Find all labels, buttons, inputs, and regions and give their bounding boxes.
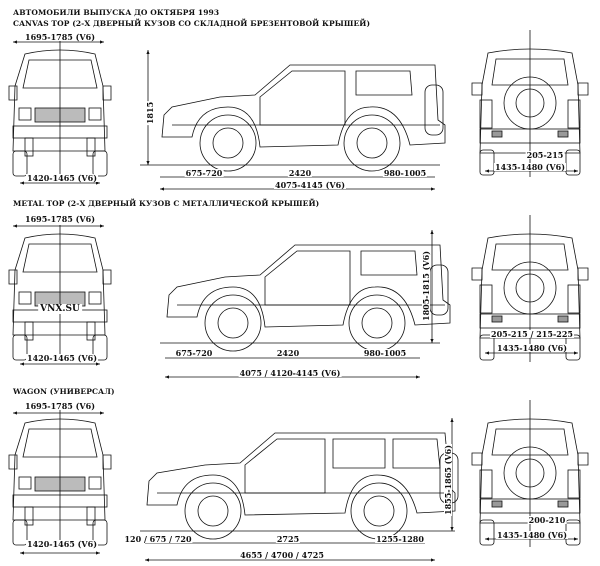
- front-width-label: 1695-1785 (V6): [24, 214, 96, 224]
- rear-track-label: 1435-1480 (V6): [496, 343, 568, 353]
- wagon-title: WAGON (УНИВЕРСАЛ): [13, 387, 115, 396]
- wheelbase-label: 2420: [287, 168, 313, 178]
- metal-top-rear-view: [471, 214, 589, 363]
- wagon-side-view: [146, 432, 459, 540]
- front-track-label: 1420-1465 (V6): [26, 353, 98, 363]
- rear-track-label: 1435-1480 (V6): [496, 530, 568, 540]
- ground-clearance-label: 205-215: [525, 150, 565, 160]
- front-track-label: 1420-1465 (V6): [26, 173, 98, 183]
- length-label: 4075 / 4120-4145 (V6): [238, 368, 342, 378]
- front-overhang-label: 120 / 675 / 720: [123, 534, 193, 544]
- header-line: АВТОМОБИЛИ ВЫПУСКА ДО ОКТЯБРЯ 1993: [13, 8, 220, 17]
- rear-overhang-label: 980-1005: [382, 168, 428, 178]
- wagon-dimension-lines: [13, 411, 578, 562]
- canvas-top-front-view: [8, 40, 112, 179]
- front-overhang-label: 675-720: [184, 168, 224, 178]
- metal-top-dimension-lines: [13, 224, 578, 379]
- front-track-label: 1420-1465 (V6): [26, 539, 98, 549]
- length-label: 4075-4145 (V6): [274, 180, 346, 190]
- height-label: 1855-1865 (V6): [443, 444, 453, 516]
- height-label: 1815: [145, 100, 155, 126]
- canvas-top-title: CANVAS TOP (2-Х ДВЕРНЫЙ КУЗОВ СО СКЛАДНО…: [13, 19, 371, 28]
- front-width-label: 1695-1785 (V6): [24, 32, 96, 42]
- metal-top-side-view: [166, 244, 451, 352]
- rear-track-label: 1435-1480 (V6): [494, 162, 566, 172]
- ground-clearance-label: 200-210: [527, 515, 567, 525]
- ground-clearance-label: 205-215 / 215-225: [490, 329, 574, 339]
- metal-top-title: METAL TOP (2-Х ДВЕРНЫЙ КУЗОВ С МЕТАЛЛИЧЕ…: [13, 199, 320, 208]
- rear-overhang-label: 980-1005: [362, 348, 408, 358]
- rear-overhang-label: 1255-1280: [375, 534, 425, 544]
- canvas-top-side-view: [161, 64, 446, 172]
- length-label: 4655 / 4700 / 4725: [239, 550, 325, 560]
- wheelbase-label: 2420: [275, 348, 301, 358]
- front-width-label: 1695-1785 (V6): [24, 401, 96, 411]
- front-overhang-label: 675-720: [174, 348, 214, 358]
- watermark: VNX.SU: [38, 304, 82, 314]
- height-label: 1805-1815 (V6): [421, 250, 431, 322]
- metal-top-front-view: [8, 224, 112, 363]
- wagon-front-view: [8, 409, 112, 548]
- canvas-top-dimension-lines: [13, 40, 578, 191]
- wheelbase-label: 2725: [275, 534, 301, 544]
